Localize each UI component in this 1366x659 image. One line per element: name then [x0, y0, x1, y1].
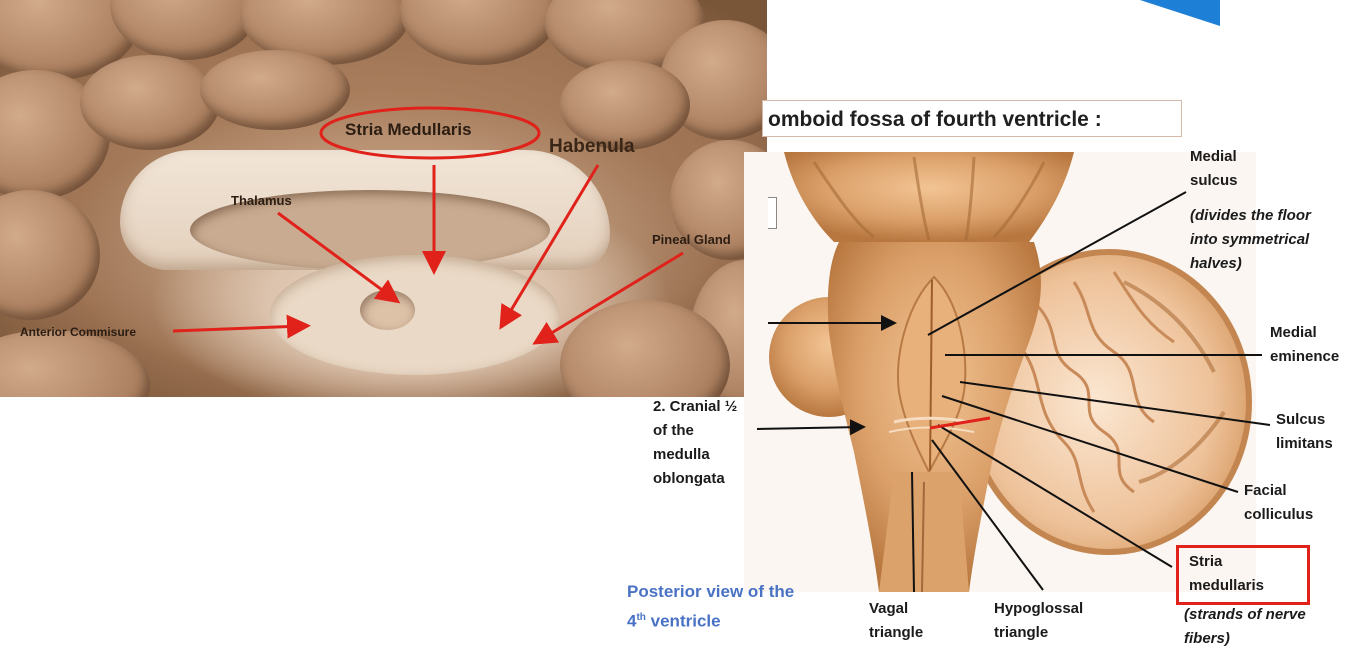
- gyrus-shape: [200, 50, 350, 130]
- label-line: medullaris: [1189, 577, 1265, 594]
- label-line: colliculus: [1244, 506, 1314, 523]
- caption-tail: ventricle: [645, 611, 721, 631]
- label-facial-colliculus: Facial colliculus: [1244, 479, 1313, 527]
- label-line: Facial: [1244, 482, 1287, 499]
- lateral-ventricle: [190, 190, 550, 270]
- label-stria-medullaris: Stria medullaris: [1189, 550, 1264, 598]
- label-stria-medullaris: Stria Medullaris: [345, 120, 472, 139]
- stria-highlight-ellipse: [319, 106, 541, 160]
- photo-annotation-layer: [172, 106, 684, 345]
- label-habenula: Habenula: [549, 136, 635, 157]
- corner-flag-shape: [1140, 0, 1220, 26]
- label-line: limitans: [1276, 435, 1333, 452]
- arrow-pineal: [532, 251, 684, 345]
- label-medial-eminence: Medial eminence: [1270, 321, 1339, 369]
- label-line: Hypoglossal: [994, 600, 1084, 617]
- label-hypoglossal-triangle: Hypoglossal triangle: [994, 597, 1083, 645]
- label-line: oblongata: [653, 470, 725, 487]
- leader-cranial-half: [756, 419, 866, 436]
- note-medial-sulcus: (divides the floor into symmetrical halv…: [1190, 204, 1311, 276]
- label-medial-sulcus: Medial sulcus: [1190, 145, 1238, 193]
- figure-caption: Posterior view of the 4th ventricle: [627, 579, 794, 635]
- label-vagal-triangle: Vagal triangle: [869, 597, 923, 645]
- label-line: medulla: [653, 446, 710, 463]
- label-line: of the: [653, 422, 694, 439]
- leader-sulcus-limitans: [959, 381, 1271, 426]
- stria-medullaris-highlight-box: [1176, 545, 1310, 605]
- caption-line: Posterior view of the: [627, 582, 795, 601]
- label-line: triangle: [869, 624, 924, 641]
- leader-facial-colliculus: [941, 395, 1239, 493]
- caption-superscript: th: [636, 612, 646, 623]
- stria-red-mark: [929, 416, 991, 430]
- label-pineal-gland: Pineal Gland: [652, 232, 731, 247]
- label-sulcus-limitans: Sulcus limitans: [1276, 408, 1333, 456]
- arrow-thalamus: [277, 211, 401, 304]
- brain-section-photo: Stria Medullaris Habenula Thalamus Pinea…: [0, 0, 767, 397]
- label-line: Medial: [1190, 148, 1237, 165]
- leader-vagal: [911, 471, 915, 593]
- label-line: into symmetrical: [1190, 231, 1310, 248]
- leader-medial-sulcus: [927, 191, 1187, 336]
- label-line: eminence: [1270, 348, 1340, 365]
- label-line: sulcus: [1190, 172, 1238, 189]
- gyrus-shape: [560, 300, 730, 397]
- label-line: fibers): [1184, 630, 1230, 647]
- label-line: Medial: [1270, 324, 1317, 341]
- label-line: 2. Cranial ½: [653, 398, 738, 415]
- label-line: Sulcus: [1276, 411, 1326, 428]
- label-line: Vagal: [869, 600, 909, 617]
- note-stria-medullaris: (strands of nerve fibers): [1184, 603, 1306, 651]
- arrow-anterior-commisure: [172, 314, 311, 339]
- label-line: (divides the floor: [1190, 207, 1311, 224]
- label-line: Stria: [1189, 553, 1223, 570]
- label-line: (strands of nerve: [1184, 606, 1306, 623]
- label-line: halves): [1190, 255, 1242, 272]
- gyrus-shape: [80, 55, 220, 150]
- diagram-title: omboid fossa of fourth ventricle :: [768, 108, 1102, 131]
- leader-stria-medullaris: [937, 424, 1173, 568]
- label-thalamus: Thalamus: [231, 193, 292, 208]
- arrow-habenula: [499, 164, 600, 330]
- caption-line: 4th ventricle: [627, 605, 794, 635]
- title-box: [762, 100, 1182, 137]
- gyrus-shape: [560, 60, 690, 150]
- leader-hypoglossal: [931, 439, 1044, 591]
- label-anterior-commisure: Anterior Commisure: [20, 325, 137, 339]
- caption-number: 4: [627, 611, 637, 631]
- partial-box: [768, 197, 777, 229]
- label-cranial-half-medulla: 2. Cranial ½ of the medulla oblongata: [653, 395, 737, 491]
- label-line: triangle: [994, 624, 1049, 641]
- fourth-ventricle-illustration: [744, 152, 1256, 592]
